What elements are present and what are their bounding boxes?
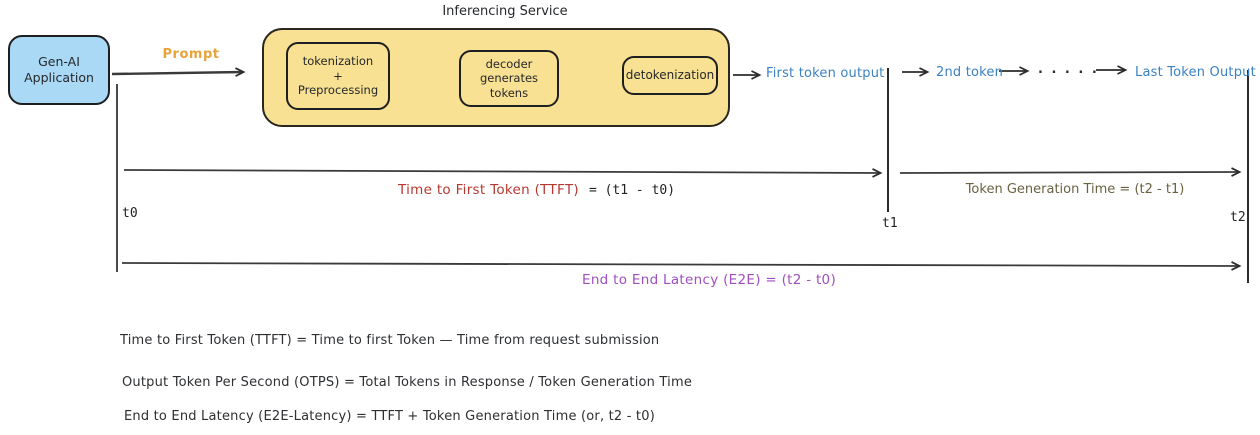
ttft-label-row: Time to First Token (TTFT) = (t1 - t0)	[398, 182, 675, 198]
second-token-label: 2nd token	[936, 65, 1004, 80]
ttft-label: Time to First Token (TTFT)	[398, 182, 579, 198]
prompt-label: Prompt	[162, 47, 220, 62]
ttft-arrow	[123, 168, 883, 178]
token-generation-arrow	[899, 167, 1242, 177]
t1-label: t1	[882, 216, 898, 231]
step-tokenization: tokenization + Preprocessing	[286, 42, 390, 110]
definition-e2e: End to End Latency (E2E-Latency) = TTFT …	[124, 409, 655, 424]
first-token-output-label: First token output	[766, 66, 885, 81]
definition-ttft: Time to First Token (TTFT) = Time to fir…	[120, 333, 660, 348]
last-token-output-label: Last Token Output	[1135, 65, 1256, 80]
e2e-label: End to End Latency (E2E) = (t2 - t0)	[582, 272, 837, 288]
token-generation-label: Token Generation Time = (t2 - t1)	[965, 182, 1185, 197]
inferencing-service-title: Inferencing Service	[442, 4, 568, 19]
definition-otps: Output Token Per Second (OTPS) = Total T…	[122, 375, 693, 390]
t0-label: t0	[122, 206, 138, 221]
gen-ai-app-box: Gen-AI Application	[8, 35, 110, 105]
ttft-formula: = (t1 - t0)	[588, 183, 676, 198]
ellipsis-label: . . . . .	[1038, 62, 1099, 77]
step-decoder: decoder generates tokens	[459, 50, 559, 107]
t2-label: t2	[1230, 210, 1246, 225]
prompt-arrow	[111, 67, 246, 77]
step-detokenization: detokenization	[622, 56, 718, 95]
e2e-arrow	[121, 261, 1242, 271]
